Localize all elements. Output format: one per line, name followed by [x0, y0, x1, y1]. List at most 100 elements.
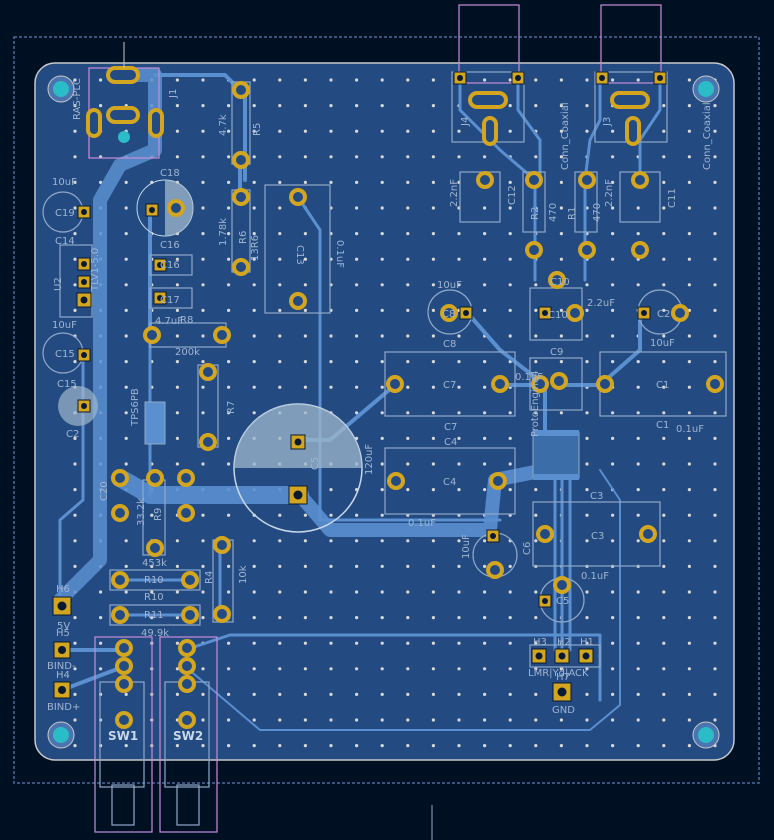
via — [611, 78, 615, 82]
label-R9b: 453k — [142, 558, 167, 569]
via — [175, 360, 179, 364]
round-pad — [146, 539, 164, 557]
via — [175, 257, 179, 261]
via — [687, 129, 692, 133]
via — [585, 360, 589, 364]
label-H4: H4 — [56, 670, 70, 681]
via — [687, 155, 692, 159]
via — [559, 206, 564, 210]
via — [355, 180, 359, 184]
via — [73, 692, 77, 697]
via — [124, 334, 128, 338]
square-pads — [52, 71, 667, 702]
via — [636, 616, 640, 620]
label-C20: C20 — [99, 481, 110, 501]
via — [227, 206, 231, 210]
label-H1: H1 — [580, 637, 594, 648]
via — [73, 155, 77, 159]
via — [585, 411, 589, 415]
via — [559, 232, 564, 236]
via — [252, 641, 256, 645]
via — [355, 104, 359, 108]
via — [662, 180, 666, 184]
via — [508, 334, 512, 338]
via — [687, 744, 692, 748]
via — [355, 539, 359, 543]
label-C4-b: C4 — [444, 437, 457, 448]
via — [611, 334, 615, 338]
via — [252, 616, 256, 620]
via — [713, 180, 717, 184]
via — [559, 180, 564, 184]
via — [662, 692, 666, 697]
via — [73, 308, 77, 312]
via — [380, 180, 384, 184]
j1-connector — [86, 66, 164, 138]
round-pad — [536, 525, 554, 543]
via — [201, 334, 205, 338]
via — [201, 206, 205, 210]
pad-hole — [557, 687, 567, 697]
via — [406, 78, 410, 82]
via — [559, 360, 564, 364]
via — [687, 692, 692, 697]
via — [278, 360, 282, 364]
label-H5-value: BIND- — [47, 661, 76, 672]
via — [303, 308, 307, 312]
via — [227, 155, 231, 159]
label-C15-value: 10uF — [52, 320, 77, 331]
via — [201, 385, 205, 389]
via — [227, 641, 231, 645]
via — [227, 744, 231, 748]
via — [431, 129, 435, 133]
via — [355, 667, 359, 671]
via — [713, 436, 717, 440]
via — [329, 78, 333, 82]
label-C10-value: 2.2uF — [587, 298, 615, 309]
round-pad — [111, 504, 129, 522]
via — [457, 616, 461, 620]
via — [175, 308, 179, 312]
via — [73, 667, 77, 671]
via — [585, 667, 589, 671]
round-pad — [167, 199, 185, 217]
via — [227, 257, 231, 261]
via — [508, 692, 512, 697]
via — [483, 385, 487, 389]
via — [278, 308, 282, 312]
via — [713, 590, 717, 594]
label-C11-value: 2.2nF — [604, 179, 615, 207]
round-pad — [199, 363, 217, 381]
via — [73, 718, 77, 722]
round-pad — [386, 375, 404, 393]
pad-hole — [558, 652, 566, 660]
via — [611, 513, 615, 517]
label-C12: C12 — [507, 185, 518, 205]
via — [406, 360, 410, 364]
via — [636, 462, 640, 466]
via — [508, 206, 512, 210]
via — [662, 564, 666, 569]
via — [687, 206, 692, 210]
via — [406, 334, 410, 338]
via — [611, 180, 615, 184]
label-C16: C16 — [160, 240, 180, 251]
via — [662, 155, 666, 159]
via — [713, 616, 717, 620]
via — [99, 667, 103, 671]
via — [329, 488, 333, 492]
via — [355, 513, 359, 517]
via — [252, 283, 256, 287]
via — [483, 616, 487, 620]
via — [201, 360, 205, 364]
via — [687, 385, 692, 389]
via — [380, 385, 384, 389]
via — [483, 692, 487, 697]
via — [380, 616, 384, 620]
via — [611, 667, 615, 671]
label-H3: H3 — [533, 637, 547, 648]
label-C-big-value: 120uF — [364, 444, 375, 475]
label-U2: U2 — [53, 277, 64, 291]
via — [611, 129, 615, 133]
